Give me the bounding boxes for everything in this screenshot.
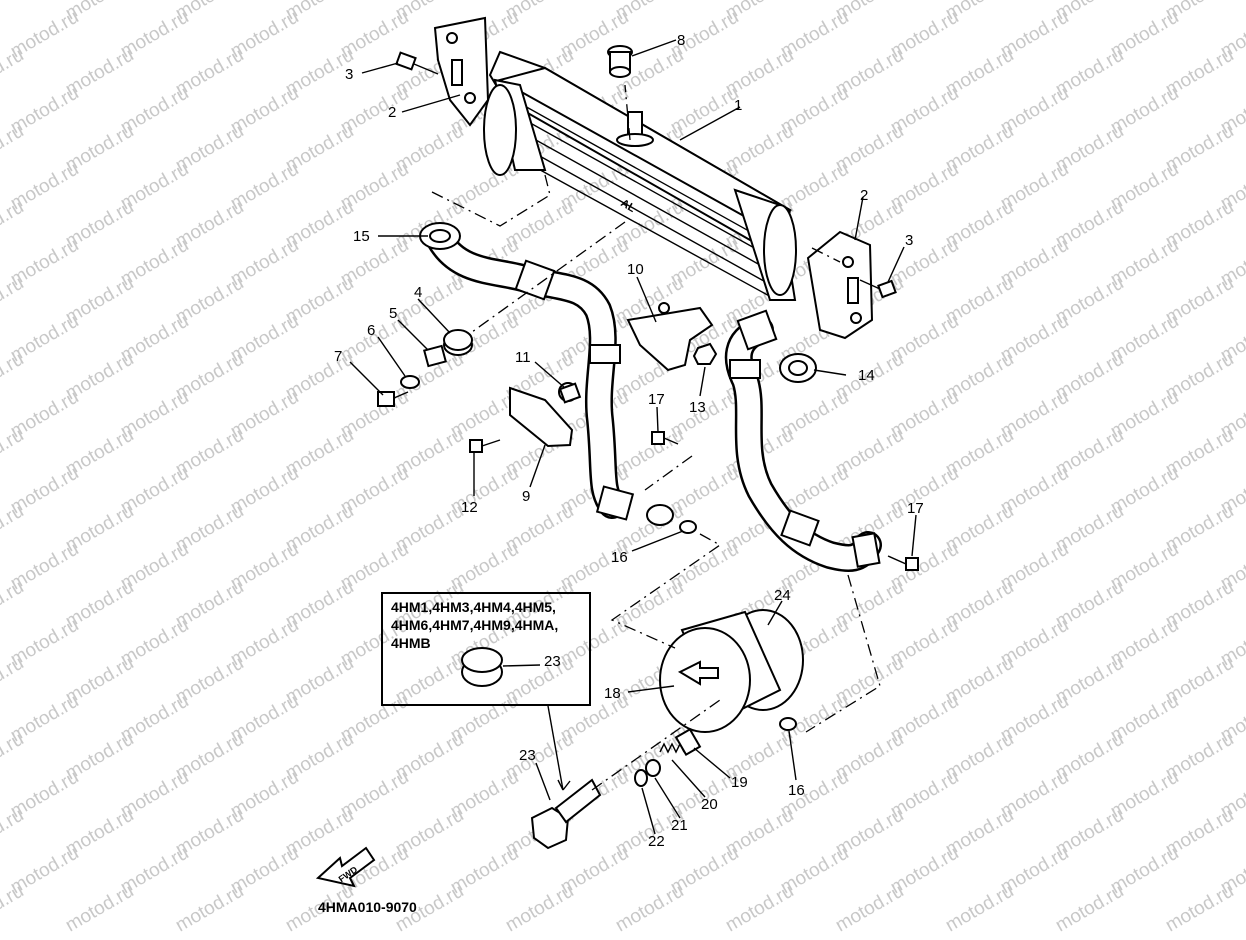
bolt-17-right bbox=[887, 555, 919, 571]
bush-5 bbox=[423, 344, 447, 368]
watermark-text: motod.ru bbox=[172, 881, 247, 935]
svg-text:AL: AL bbox=[619, 197, 638, 215]
callout-22: 22 bbox=[648, 833, 665, 850]
washer-21 bbox=[645, 759, 661, 777]
callout-10: 10 bbox=[627, 261, 644, 278]
diagram-code: 4HMA010-9070 bbox=[318, 899, 417, 915]
legend-line-1: 4HM1,4HM3,4HM4,4HM5, bbox=[391, 599, 556, 615]
callout-20: 20 bbox=[701, 796, 718, 813]
collar-4 bbox=[443, 329, 473, 356]
watermark-text: motod.ru bbox=[502, 881, 577, 935]
callout-12: 12 bbox=[461, 499, 478, 516]
bush-11 bbox=[558, 382, 582, 404]
callout-11: 11 bbox=[515, 349, 531, 366]
grommet-8 bbox=[607, 45, 633, 78]
callout-9: 9 bbox=[522, 488, 530, 505]
collar-23-legend bbox=[461, 647, 503, 687]
callout-2-right: 2 bbox=[860, 187, 868, 204]
watermark-text: motod.ru bbox=[1052, 881, 1127, 935]
callout-5: 5 bbox=[389, 305, 397, 322]
leader-lines bbox=[349, 39, 917, 835]
callout-3-right: 3 bbox=[905, 232, 913, 249]
callout-7: 7 bbox=[334, 348, 342, 365]
mount-bracket-left bbox=[433, 16, 490, 127]
model-applicability-box: 4HM1,4HM3,4HM4,4HM5, 4HM6,4HM7,4HM9,4HMA… bbox=[381, 592, 591, 706]
watermark-text: motod.ru bbox=[62, 881, 137, 935]
watermark-text: motod.ru bbox=[722, 881, 797, 935]
watermark-text: motod.ru bbox=[1162, 881, 1237, 935]
oil-hose-outlet bbox=[724, 309, 882, 572]
callout-15: 15 bbox=[353, 228, 370, 245]
callout-23-legend: 23 bbox=[544, 653, 561, 670]
mount-bracket-right bbox=[806, 230, 874, 340]
callout-18: 18 bbox=[604, 685, 621, 702]
bolt-3-right bbox=[859, 279, 897, 299]
bolt-3-left bbox=[395, 51, 439, 75]
callout-13: 13 bbox=[689, 399, 706, 416]
bolt-12 bbox=[469, 439, 501, 453]
callout-24: 24 bbox=[774, 587, 791, 604]
watermark-text: motod.ru bbox=[612, 881, 687, 935]
callouts: 1 2 2 3 3 4 5 6 7 8 9 10 11 12 13 14 15 … bbox=[334, 32, 924, 850]
callout-6: 6 bbox=[367, 322, 375, 339]
callout-4: 4 bbox=[414, 284, 422, 301]
assembly-center-lines bbox=[431, 84, 881, 791]
circlip-22 bbox=[634, 769, 648, 787]
callout-8: 8 bbox=[677, 32, 685, 49]
legend-line-2: 4HM6,4HM7,4HM9,4HMA, bbox=[391, 617, 559, 633]
callout-1: 1 bbox=[734, 97, 742, 114]
bolt-7 bbox=[377, 391, 409, 407]
hose-clamp-10 bbox=[626, 302, 718, 372]
union-bolt-23 bbox=[530, 778, 602, 850]
watermark-text: motod.ru bbox=[0, 0, 27, 24]
oil-cooler: AL bbox=[483, 50, 797, 301]
callout-17-right: 17 bbox=[907, 500, 924, 517]
spring-20 bbox=[659, 742, 685, 754]
watermark-text: motod.ru bbox=[942, 881, 1017, 935]
callout-19: 19 bbox=[731, 774, 748, 791]
callout-2-left: 2 bbox=[388, 104, 396, 121]
callout-21: 21 bbox=[671, 817, 688, 834]
callout-23-bolt: 23 bbox=[519, 747, 536, 764]
o-ring-16-left bbox=[679, 520, 697, 534]
watermark-text: motod.ru bbox=[832, 881, 907, 935]
legend-line-3: 4HMB bbox=[391, 635, 431, 651]
callout-14: 14 bbox=[858, 367, 875, 384]
filter-housing-18 bbox=[659, 609, 804, 733]
callout-17-left: 17 bbox=[648, 391, 665, 408]
o-ring-16-right bbox=[779, 717, 797, 731]
callout-16-right: 16 bbox=[788, 782, 805, 799]
callout-3-left: 3 bbox=[345, 66, 353, 83]
washer-6 bbox=[400, 375, 420, 389]
callout-16-left: 16 bbox=[611, 549, 628, 566]
oil-hose-inlet bbox=[419, 222, 674, 526]
